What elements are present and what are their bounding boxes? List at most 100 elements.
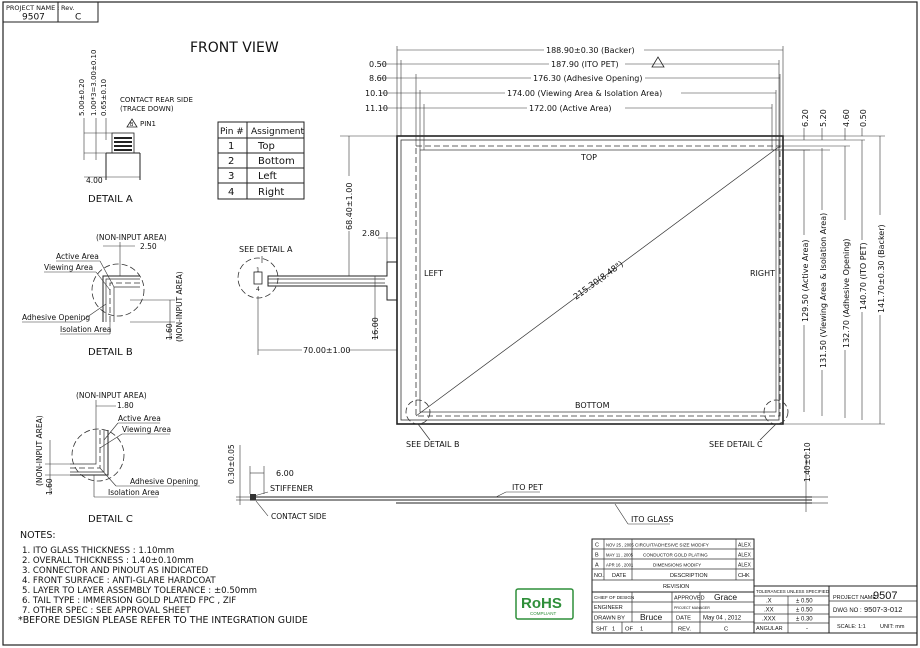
notes-block: NOTES: 1. ITO GLASS THICKNESS : 1.10mm 2… (18, 530, 308, 626)
detail-c-viewing: Viewing Area (122, 425, 171, 434)
detail-c-active: Active Area (118, 414, 161, 423)
chief-label: CHIEF OF DESIGN (594, 595, 634, 600)
rev-value: C (75, 13, 81, 23)
detail-a-note-1: CONTACT REAR SIDE (120, 96, 193, 104)
detail-b-isolation: Isolation Area (60, 325, 111, 334)
dim-viewing-height: 131.50 (Viewing Area & Isolation Area) (819, 213, 828, 368)
fpc-tail: 1 4 SEE DETAIL A 68.40±1.00 2.80 16.00 7… (237, 135, 397, 355)
note-item: 1. ITO GLASS THICKNESS : 1.10mm (22, 546, 174, 556)
tolerance-key: .X (766, 599, 772, 605)
top-label: TOP (580, 153, 597, 162)
assignment-header: Assignment (251, 127, 304, 137)
detail-c-non-input-top: (NON-INPUT AREA) (76, 391, 147, 400)
sht-label: SHT (596, 627, 608, 633)
rev-row-chk: ALEX (738, 553, 751, 559)
note-item: 5. LAYER TO LAYER ASSEMBLY TOLERANCE : ±… (22, 586, 257, 596)
detail-b: (NON-INPUT AREA) 2.50 Active Area Viewin… (22, 233, 184, 358)
bottom-label: BOTTOM (575, 401, 610, 410)
detail-b-title: DETAIL B (88, 347, 133, 358)
rev-row-desc: CIRCUIT/ADHESIVE SIZE MODIFY (635, 543, 709, 548)
dim-active-height: 129.50 (Active Area) (801, 240, 810, 322)
rev-header-no: NO. (594, 573, 604, 579)
pin-cell: 2 (228, 156, 234, 167)
see-detail-a: SEE DETAIL A (239, 245, 293, 254)
offset-8-60: 8.60 (369, 74, 387, 83)
rev-caption: REVISION (663, 584, 689, 590)
right-dimensions: 129.50 (Active Area) 131.50 (Viewing Are… (772, 109, 886, 425)
pin-cell: 1 (228, 141, 234, 152)
tolerance-value: ± 0.30 (796, 617, 813, 623)
scale-label: SCALE: 1:1 (837, 624, 866, 630)
dim-ito-pet-width: 187.90 (ITO PET) (551, 60, 619, 69)
detail-a: 5.00±0.20 1.00*3=3.00±0.10 0.65±0.10 4.0… (78, 50, 193, 205)
detail-a-dim-3: 0.65±0.10 (100, 79, 108, 116)
rohs-sub: COMPLIANT (530, 611, 557, 616)
drawn-value: Bruce (640, 612, 662, 622)
assignment-cell: Right (258, 187, 284, 198)
note-item: 6. TAIL TYPE : IMMERSION GOLD PLATED FPC… (22, 596, 236, 606)
svg-text:4: 4 (256, 286, 260, 293)
dwg-label: DWG NO : (833, 608, 862, 614)
dim-adhesive-height: 132.70 (Adhesive Opening) (842, 238, 851, 348)
rev-row-no: A (595, 563, 599, 569)
see-detail-b: SEE DETAIL B (406, 440, 460, 449)
tolerance-value: ± 0.50 (796, 599, 813, 605)
note-item: 3. CONNECTOR AND PINOUT AS INDICATED (22, 566, 209, 576)
detail-b-non-input-side: (NON-INPUT AREA) (175, 271, 184, 342)
detail-b-dim-side: 1.60 (165, 323, 174, 340)
side-ito-pet-label: ITO PET (512, 483, 543, 492)
detail-a-title: DETAIL A (88, 194, 133, 205)
rev-row-desc: CONDUCTOR GOLD PLATING (643, 553, 708, 558)
offset-0-50: 0.50 (369, 60, 387, 69)
offset-4-60: 4.60 (842, 109, 851, 127)
side-thickness-right: 1.40±0.10 (803, 442, 812, 482)
proj-name-value: 9507 (873, 590, 897, 602)
pin-cell: 3 (228, 171, 234, 182)
proj-name-label: PROJECT NAME : (833, 595, 880, 601)
pin-header: Pin # (220, 127, 244, 137)
note-item: 2. OVERALL THICKNESS : 1.40±0.10mm (22, 556, 194, 566)
approved-value: Grace (714, 592, 737, 602)
assignment-cell: Bottom (258, 156, 295, 167)
rohs-logo: RoHS COMPLIANT (515, 588, 574, 620)
offset-10-10: 10.10 (365, 89, 388, 98)
note-item: 7. OTHER SPEC : SEE APPROVAL SHEET (22, 606, 191, 616)
detail-b-viewing: Viewing Area (44, 263, 93, 272)
rev-block-label: REV. (678, 627, 691, 633)
rev-row-no: B (595, 553, 599, 559)
dim-active-width: 172.00 (Active Area) (529, 104, 611, 113)
rev-row-chk: ALEX (738, 543, 751, 549)
rev-row-desc: DIMENSIONS MODIFY (653, 563, 701, 568)
dim-backer-width: 188.90±0.30 (Backer) (546, 46, 635, 55)
dim-tail-width: 16.00 (371, 317, 380, 340)
side-stiffener-dim: 6.00 (276, 469, 294, 478)
detail-a-pin1: PIN1 (140, 120, 156, 128)
offset-5-20: 5.20 (819, 109, 828, 127)
date-value: May 04 , 2012 (703, 616, 742, 622)
dwg-value: 9507-3-012 (864, 605, 902, 614)
left-label: LEFT (424, 269, 443, 278)
tolerance-key: .XX (764, 608, 774, 614)
sht-value: 1 (612, 627, 615, 633)
angular-label: ANGULAR (756, 626, 783, 632)
tolerance-key: .XXX (762, 617, 776, 623)
detail-c: (NON-INPUT AREA) 1.80 Active Area Viewin… (35, 391, 200, 525)
assignment-cell: Top (257, 141, 275, 152)
rev-row-no: C (595, 543, 599, 549)
detail-c-dim-side: 1.60 (45, 478, 54, 495)
touch-panel-outline: TOP BOTTOM LEFT RIGHT 215.30(8.48") SEE … (396, 135, 789, 449)
dim-ito-pet-height: 140.70 (ITO PET) (859, 242, 868, 310)
tolerance-value: ± 0.50 (796, 608, 813, 614)
notes-title: NOTES: (20, 530, 56, 541)
detail-c-dim-top: 1.80 (117, 401, 134, 410)
of-value: 1 (640, 627, 643, 633)
detail-a-dim-4: 4.00 (86, 176, 103, 185)
date-label: DATE (676, 616, 691, 622)
dim-tail-height: 68.40±1.00 (345, 183, 354, 230)
side-ito-glass-label: ITO GLASS (631, 515, 674, 524)
side-thickness-left: 0.30±0.05 (227, 444, 236, 484)
engineer-label: ENGINEER (594, 605, 623, 611)
drawn-label: DRAWN BY (594, 616, 625, 622)
